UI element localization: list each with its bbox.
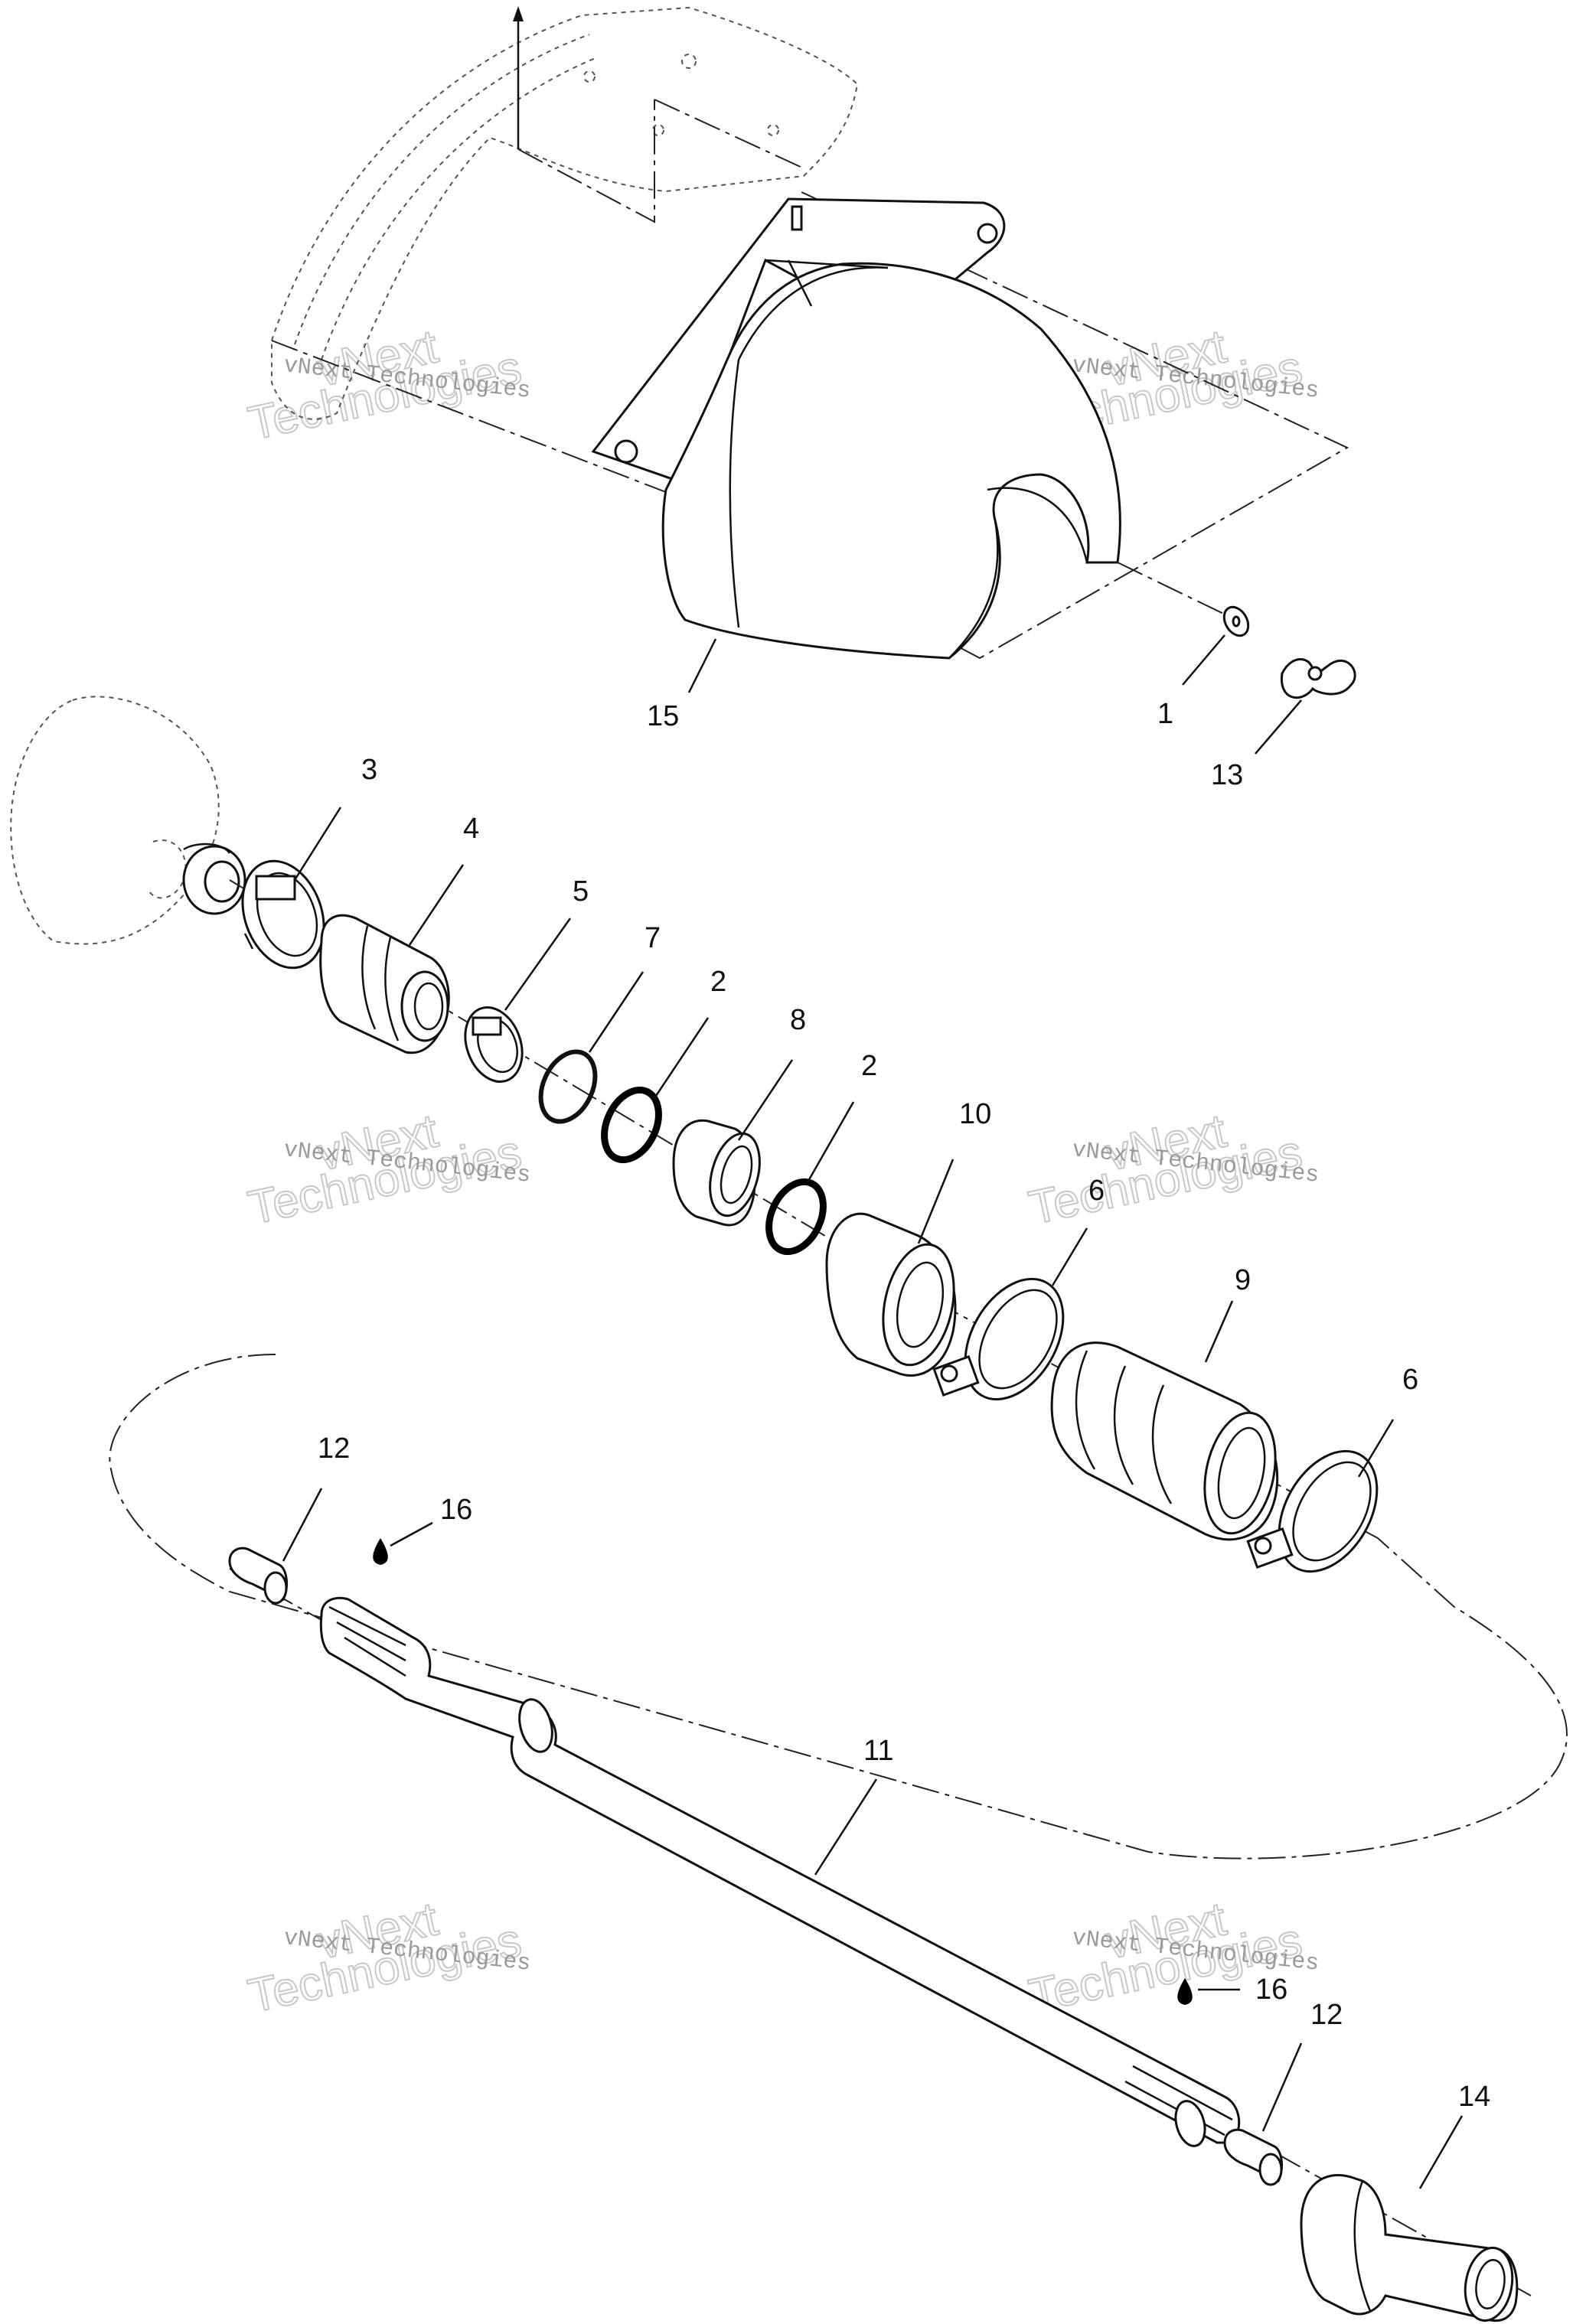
callout-9: 9 [1235, 1264, 1251, 1296]
part-8-ring [672, 1119, 761, 1227]
part-3-clamp [241, 859, 325, 970]
callout-12b: 12 [1310, 1999, 1343, 2031]
part-12-plug-lower [1223, 2128, 1284, 2186]
part-11-drive-shaft [319, 1596, 1241, 2147]
callout-6a: 6 [1088, 1175, 1105, 1207]
callout-3: 3 [361, 754, 377, 786]
callout-15: 15 [647, 700, 679, 732]
ghost-jet-pump-housing [10, 696, 246, 945]
watermark-mid-right: Technologies vNext vNext Technologies [1024, 1103, 1320, 1235]
oil-drop-icon [1177, 1978, 1193, 2005]
part-1-washer [1117, 562, 1250, 637]
callout-14: 14 [1458, 2081, 1490, 2113]
callout-2a: 2 [710, 966, 726, 998]
part-10-seal-sleeve [825, 1212, 957, 1377]
callout-6b: 6 [1402, 1364, 1418, 1396]
callout-16a: 16 [440, 1494, 472, 1526]
mounting-reference-lines [513, 6, 804, 223]
watermark-top-left: Technologies vNext vNext Technologies [243, 319, 532, 451]
part-14-coupler [1300, 2174, 1519, 2322]
callout-13: 13 [1211, 759, 1243, 791]
callout-5: 5 [573, 875, 589, 908]
part-9-bellows [1050, 1341, 1279, 1541]
watermark-mid-left: Technologies vNext vNext Technologies [243, 1103, 532, 1235]
callout-10: 10 [959, 1098, 991, 1130]
callout-2b: 2 [861, 1050, 877, 1082]
callout-11: 11 [863, 1735, 893, 1767]
callout-1: 1 [1157, 698, 1173, 730]
part-6-hose-clamp-upper [932, 1277, 1065, 1401]
callout-16b: 16 [1255, 1974, 1287, 2006]
callout-12a: 12 [318, 1433, 350, 1465]
callout-8: 8 [790, 1004, 806, 1036]
part-6-hose-clamp-lower [1246, 1449, 1379, 1573]
callout-7: 7 [645, 922, 661, 954]
part-13-wing-nut [1281, 658, 1356, 699]
leader-lines [282, 634, 1464, 2189]
part-4-boot [319, 914, 450, 1054]
part-2-o-ring-lower [765, 1178, 827, 1256]
ghost-hull-outline [271, 6, 859, 420]
callout-labels: 15 1 13 3 4 5 7 2 8 2 10 6 9 6 12 16 11 … [318, 698, 1490, 2113]
oil-drop-icon [373, 1538, 388, 1565]
part-7-o-ring [538, 1049, 598, 1124]
watermark-bottom-left: Technologies vNext vNext Technologies [243, 1892, 532, 2023]
part-15-driveshaft-cover [271, 191, 1349, 660]
part-5-clamp [464, 1006, 524, 1083]
callout-4: 4 [463, 813, 479, 845]
part-2-o-ring-upper [601, 1086, 662, 1164]
part-12-plug-upper [228, 1547, 289, 1605]
